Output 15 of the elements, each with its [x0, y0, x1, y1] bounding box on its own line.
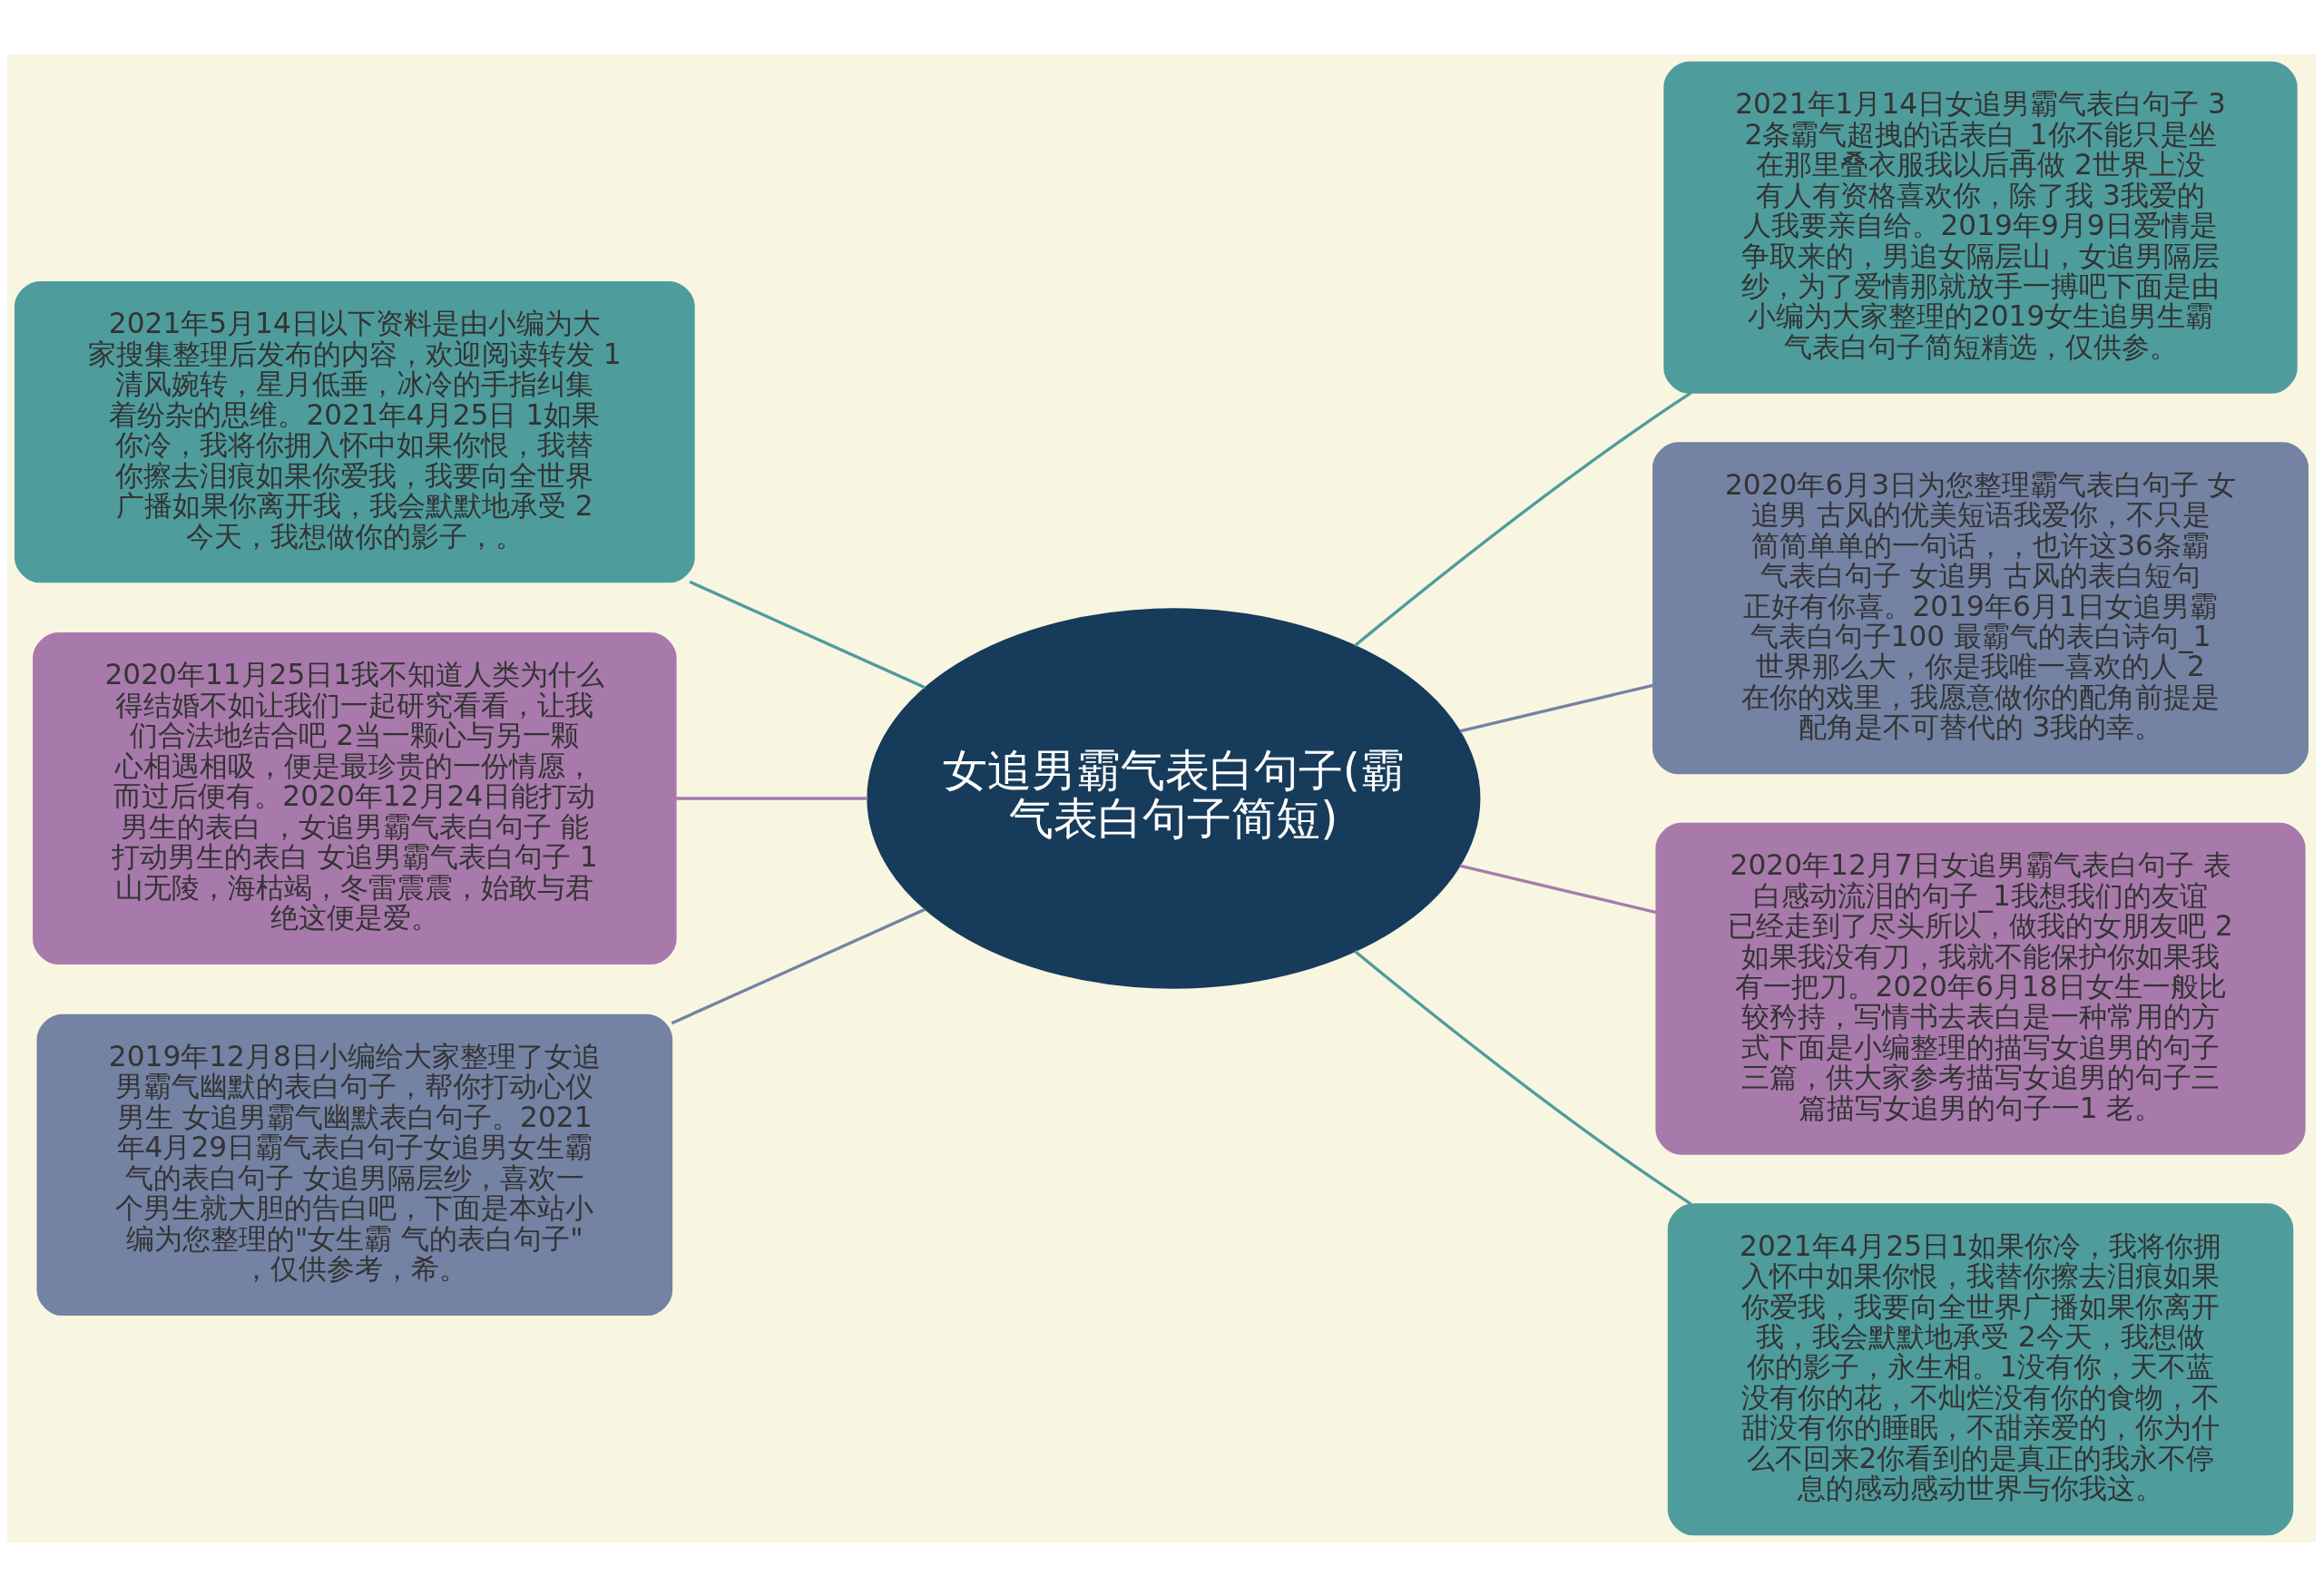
node-box: 2020年6月3日为您整理霸气表白句子 女追男 古风的优美短语我爱你，不只是简简单单的一句话，，也许这36条霸气表白句子 女追男 古风的表白短句正好有你喜。2019年6月1日女追男霸气表白句子100 最霸气的表白诗句_1世界那么大，你是我唯一喜欢的人 2在你的戏里，我愿意做你的配角前提是配角是不可替代的 3我的幸。 — [1652, 441, 2309, 774]
connector — [671, 907, 926, 1024]
connector — [1353, 949, 1692, 1205]
node-box: 2020年12月7日女追男霸气表白句子 表白感动流泪的句子_1我想我们的友谊已经走到了尽头所以，做我的女朋友吧 2如果我没有刀，我就不能保护你如果我有一把刀。2020年6月18日女生一般比较矜持，写情书去表白是一种常用的方式下面是小编整理的描写女追男的句子三篇，供大家参考描写女追男的句子三篇描写女追男的句子一1 老。 — [1655, 822, 2306, 1155]
node-box: 2019年12月8日小编给大家整理了女追男霸气幽默的表白句子，帮你打动心仪男生 女追男霸气幽默表白句子。2021年4月29日霸气表白句子女追男女生霸气的表白句子 女追男隔层纱，喜欢一个男生就大胆的告白吧，下面是本站小编为您整理的"女生霸 气的表白句子"，仅供参考，希。 — [36, 1013, 673, 1316]
node-box: 2021年1月14日女追男霸气表白句子 32条霸气超拽的话表白_1你不能只是坐在那里叠衣服我以后再做 2世界上没有人有资格喜欢你，除了我 3我爱的人我要亲自给。2019年9月9日爱情是争取来的，男追女隔层山，女追男隔层纱，为了爱情那就放手一搏吧下面是由小编为大家整理的2019女生追男生霸气表白句子简短精选，仅供参。 — [1663, 61, 2298, 394]
connector — [675, 796, 868, 800]
node-ellipse: 女追男霸气表白句子(霸气表白句子简短) — [867, 607, 1481, 989]
connector — [1459, 683, 1653, 732]
node-box: 2021年4月25日1如果你冷，我将你拥入怀中如果你恨，我替你擦去泪痕如果你爱我，我要向全世界广播如果你离开我，我会默默地承受 2今天，我想做你的影子，永生相。1没有你，天不蓝没有你的花，不灿烂没有你的食物，不甜没有你的睡眠，不甜亲爱的，你为什么不回来2你看到的是真正的我永不停息的感动感动世界与你我这。 — [1667, 1202, 2294, 1535]
connector — [689, 580, 926, 689]
connector — [1459, 864, 1657, 914]
node-box: 2021年5月14日以下资料是由小编为大家搜集整理后发布的内容，欢迎阅读转发 1清风婉转，星月低垂，冰冷的手指纠集着纷杂的思维。2021年4月25日 1如果你冷，我将你拥入怀中如果你恨，我替你擦去泪痕如果你爱我，我要向全世界广播如果你离开我，我会默默地承受 2今天，我想做你的影子，。 — [14, 280, 695, 583]
connector — [1353, 391, 1692, 647]
node-box: 2020年11月25日1我不知道人类为什么得结婚不如让我们一起研究看看，让我们合法地结合吧 2当一颗心与另一颗心相遇相吸，便是最珍贵的一份情愿，而过后便有。2020年12月24日能打动男生的表白 ，女追男霸气表白句子 能打动男生的表白 女追男霸气表白句子 1山无陵，海枯竭，冬雷震震，始敢与君绝这便是爱。 — [33, 632, 677, 964]
